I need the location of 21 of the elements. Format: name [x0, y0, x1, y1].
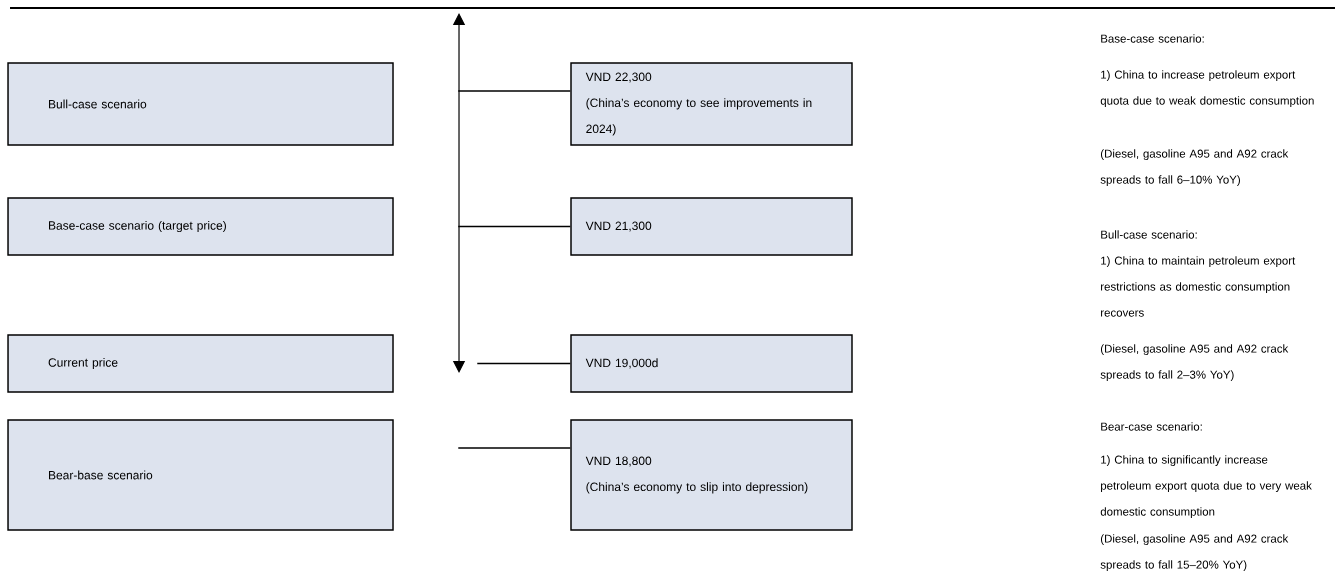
price-box: VND 19,000d: [570, 334, 853, 393]
section-heading: Base-case scenario:: [1101, 34, 1204, 43]
connector-line: [457, 447, 571, 449]
note-text: 1) China to maintain petroleum export restrictions as domestic consumption recovers: [1101, 256, 1296, 317]
connector-line: [457, 90, 571, 92]
price-box: VND 18,800 (China’s economy to slip into depression): [570, 419, 853, 531]
note-text: (Diesel, gasoline A95 and A92 crack spreads to fall 6–10% YoY): [1100, 149, 1289, 186]
scenario-box: Current price: [7, 334, 394, 393]
scenario-box: Bear-base scenario: [7, 419, 394, 531]
section-heading: Bear-case scenario:: [1101, 422, 1202, 431]
price-box: VND 21,300: [570, 197, 853, 256]
price-box: VND 22,300 (China’s economy to see improvements in 2024): [570, 62, 853, 146]
scenario-box: Bull-case scenario: [7, 62, 394, 146]
note-text: 1) China to significantly increase petroleum export quota due to very weak domestic consumption: [1100, 455, 1312, 518]
note-text: (Diesel, gasoline A95 and A92 crack spreads to fall 2–3% YoY): [1100, 344, 1289, 381]
connector-line: [457, 225, 571, 228]
scenario-box: Base-case scenario (target price): [7, 197, 394, 256]
connector-line: [476, 362, 571, 365]
note-text: 1) China to increase petroleum export quota due to weak domestic consumption: [1100, 70, 1314, 107]
section-heading: Bull-case scenario:: [1101, 230, 1197, 239]
note-text: (Diesel, gasoline A95 and A92 crack spreads to fall 15–20% YoY): [1100, 534, 1289, 571]
